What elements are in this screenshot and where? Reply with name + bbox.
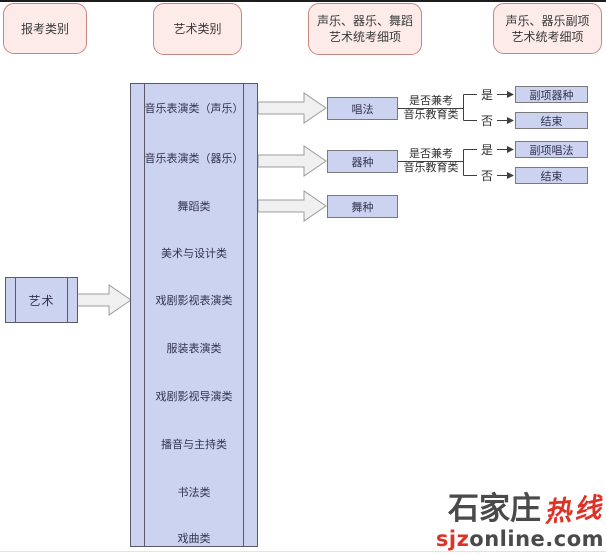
header-registration-category: 报考类别	[3, 3, 87, 54]
node-secondary-instrument-label: 副项器种	[529, 88, 574, 102]
node-end-instrument-label: 结束	[540, 169, 563, 183]
decision-question-instrument: 是否兼考 音乐教育类	[399, 147, 463, 175]
node-end-instrument: 结束	[515, 167, 588, 184]
top-border-line	[0, 0, 606, 2]
decision-lines-instrument	[398, 149, 508, 176]
node-vocal-method-label: 唱法	[351, 102, 374, 116]
node-end-vocal: 结束	[515, 112, 588, 129]
header-secondary-details: 声乐、器乐副项 艺术统考细项	[493, 3, 602, 54]
block-arrow-dance-row	[257, 190, 327, 222]
watermark-url: sjzonline.com	[426, 529, 604, 550]
node-dance-type-label: 舞种	[351, 200, 374, 214]
decision-question-line2: 音乐教育类	[403, 108, 459, 121]
decision-lines-vocal	[398, 94, 508, 121]
decision-question-line2: 音乐教育类	[403, 161, 459, 174]
watermark-url-prefix: sjz	[435, 527, 470, 551]
process-inner-line-right	[243, 84, 244, 546]
header-art-category: 艺术类别	[153, 3, 242, 55]
start-node-label: 艺术	[28, 294, 55, 308]
process-inner-line-left	[15, 278, 16, 322]
category-item: 音乐表演类（器乐）	[144, 152, 244, 165]
start-node-art: 艺术	[5, 277, 78, 323]
node-secondary-instrument: 副项器种	[515, 86, 588, 103]
category-item: 服装表演类	[166, 342, 222, 355]
category-item: 戏剧影视导演类	[155, 390, 233, 403]
watermark-brand-name: 石家庄	[448, 491, 541, 527]
watermark-brand: 石家庄热线	[426, 491, 606, 529]
header-exam-details: 声乐、器乐、舞蹈 艺术统考细项	[308, 3, 422, 55]
category-item: 舞蹈类	[177, 200, 211, 213]
block-arrows	[62, 92, 327, 316]
header-art-label: 艺术类别	[173, 22, 222, 36]
watermark-brand-suffix: 热线	[542, 492, 606, 529]
decision-arrowheads-instrument	[507, 146, 514, 179]
decision-question-line1: 是否兼考	[409, 147, 453, 160]
category-item: 书法类	[177, 486, 211, 499]
yes-label-instrument: 是	[480, 143, 493, 157]
decision-arrowheads-vocal	[507, 91, 514, 124]
category-item: 美术与设计类	[161, 247, 227, 260]
watermark-url-suffix: online.com	[469, 527, 604, 551]
category-list-box: 音乐表演类（声乐） 音乐表演类（器乐） 舞蹈类 美术与设计类 戏剧影视表演类 服…	[130, 83, 258, 547]
node-secondary-vocal: 副项唱法	[515, 141, 588, 158]
header-secondary-details-line2: 艺术统考细项	[511, 29, 584, 44]
decision-question-line1: 是否兼考	[409, 94, 453, 107]
category-item: 戏曲类	[177, 532, 211, 545]
node-instrument-type-label: 器种	[351, 155, 374, 169]
node-end-vocal-label: 结束	[540, 114, 563, 128]
category-item: 音乐表演类（声乐）	[144, 102, 244, 115]
process-inner-line-right	[67, 278, 68, 322]
process-inner-line-left	[144, 84, 145, 546]
yes-label-vocal: 是	[480, 88, 493, 102]
no-label-instrument: 否	[480, 169, 493, 183]
no-label-vocal: 否	[480, 114, 493, 128]
category-item: 播音与主持类	[161, 438, 227, 451]
watermark: 石家庄热线 sjzonline.com	[426, 491, 606, 550]
node-vocal-method: 唱法	[327, 97, 398, 120]
node-dance-type: 舞种	[327, 195, 398, 218]
category-item: 戏剧影视表演类	[155, 294, 233, 307]
bottom-border-line	[0, 551, 606, 552]
decision-question-vocal: 是否兼考 音乐教育类	[399, 94, 463, 122]
header-exam-details-line1: 声乐、器乐、舞蹈	[316, 14, 413, 28]
block-arrow-vocal-row	[257, 92, 327, 124]
block-arrow-instrument-row	[257, 145, 327, 177]
node-instrument-type: 器种	[327, 150, 398, 173]
header-secondary-details-line1: 声乐、器乐副项	[505, 13, 590, 28]
header-exam-details-line2: 艺术统考细项	[328, 30, 401, 44]
node-secondary-vocal-label: 副项唱法	[529, 143, 574, 157]
header-registration-label: 报考类别	[20, 21, 69, 36]
